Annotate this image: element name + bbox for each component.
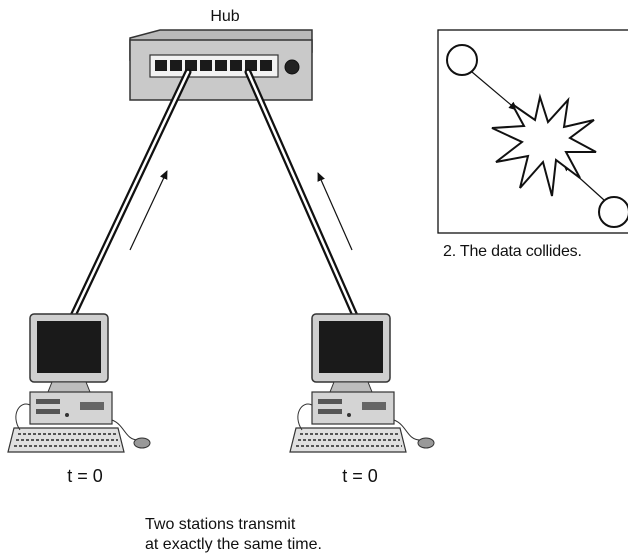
time-label-left: t = 0 xyxy=(67,466,103,486)
transmit-arrow-right xyxy=(317,172,353,251)
collision-inset xyxy=(437,29,628,234)
diagram-caption: Two stations transmit at exactly the sam… xyxy=(145,515,322,555)
hub-power-icon xyxy=(284,59,300,75)
cable-left xyxy=(68,68,192,322)
caption-line-1: Two stations transmit xyxy=(145,516,296,533)
computer-left xyxy=(7,313,151,453)
transmit-arrow-left xyxy=(129,170,168,251)
inset-caption: 2. The data collides. xyxy=(443,243,582,260)
cable-right xyxy=(244,68,360,322)
caption-line-2: at exactly the same time. xyxy=(145,536,322,553)
computer-right xyxy=(289,313,435,453)
packet-circle-right xyxy=(598,196,628,228)
hub-device xyxy=(129,29,313,101)
time-label-right: t = 0 xyxy=(342,466,378,486)
hub-ports xyxy=(155,60,272,71)
hub-label: Hub xyxy=(210,8,240,25)
packet-circle-left xyxy=(446,44,478,76)
collision-burst-icon xyxy=(491,93,597,197)
packet-arrow-left xyxy=(471,71,518,111)
